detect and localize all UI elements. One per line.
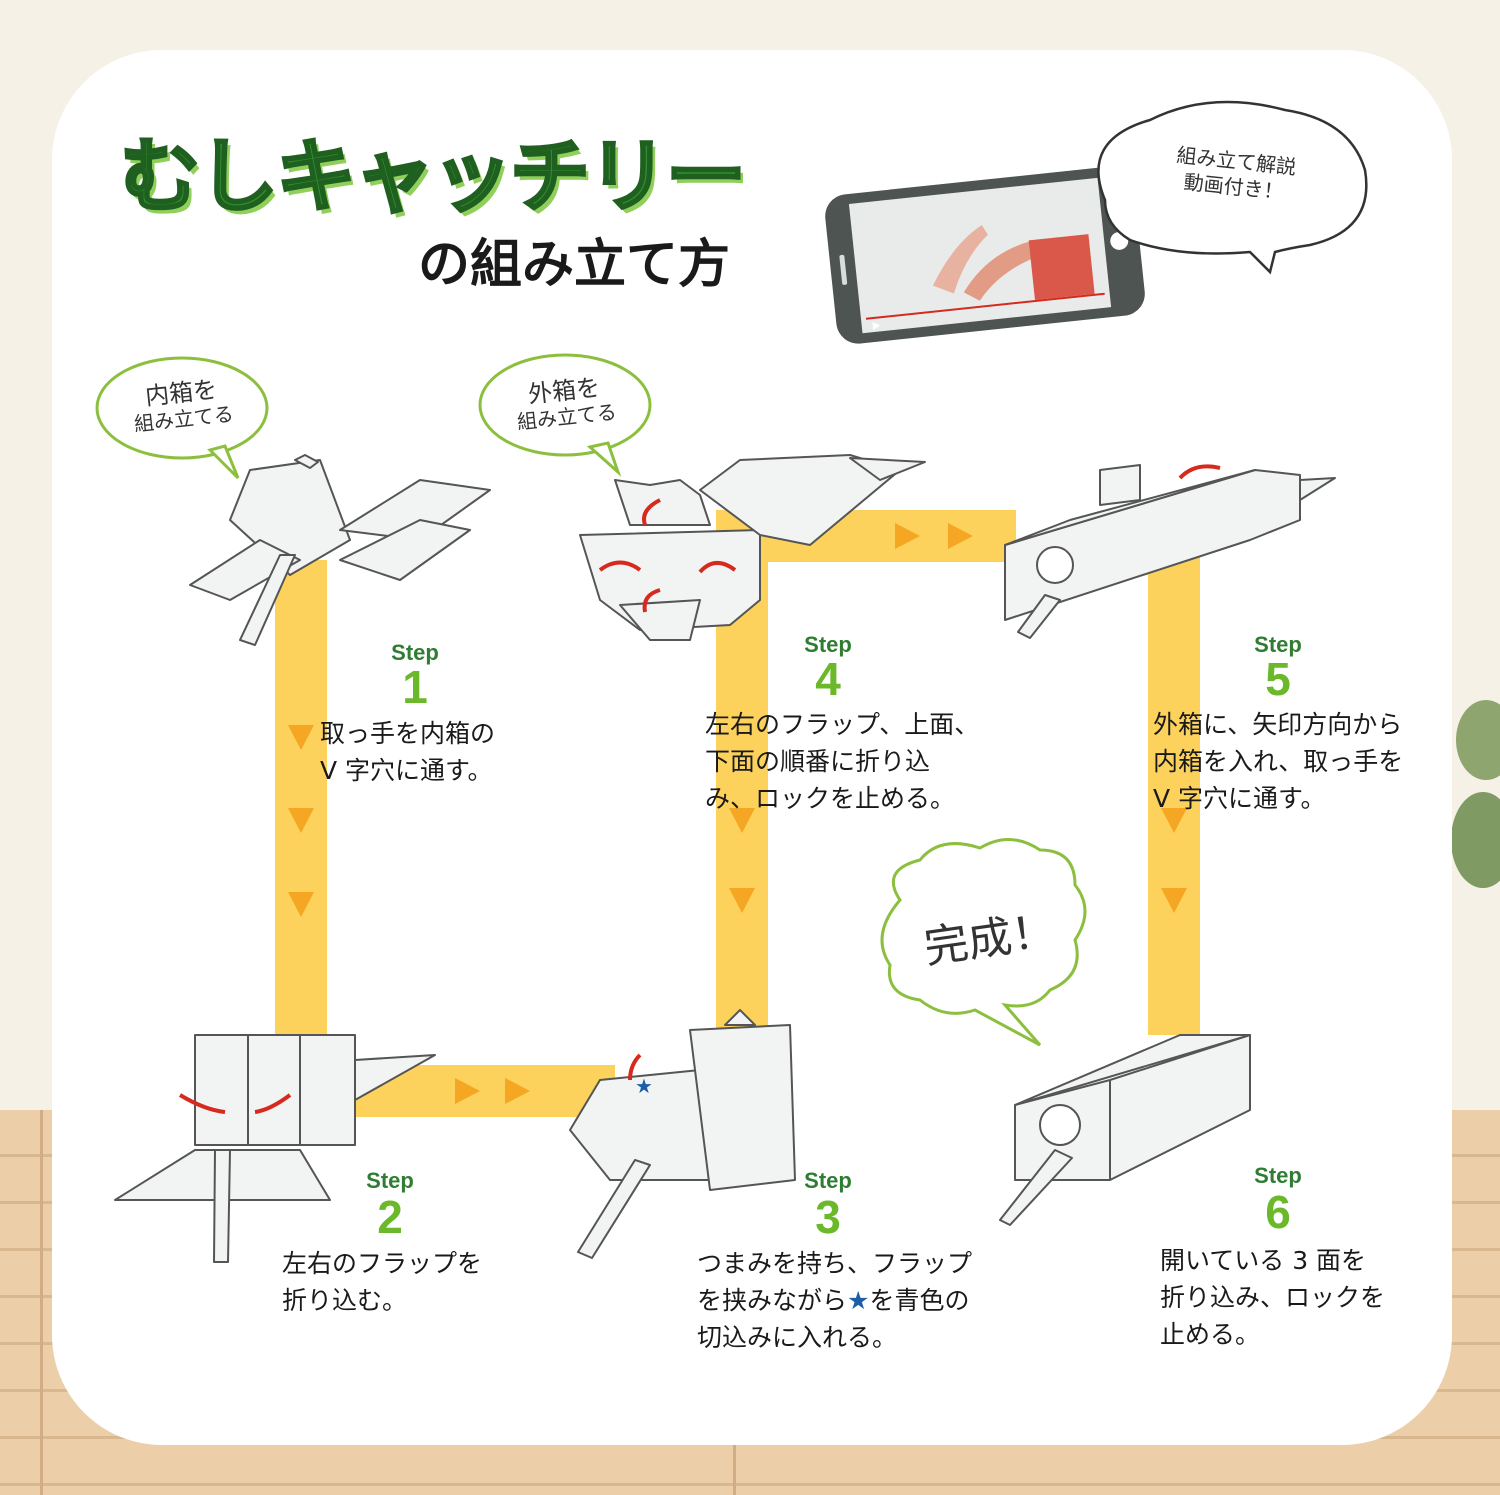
step4-number: 4 [815,653,841,705]
inner-box-bubble [95,356,269,460]
step6-text: 開いている 3 面を 折り込み、ロックを 止める。 [1160,1246,1386,1349]
step2-label: Step [366,1168,414,1193]
step3-star-mark: ★ [635,1074,653,1098]
step5-number: 5 [1265,653,1291,705]
title-subtitle: の組み立て方 [418,235,731,295]
step3-handle [577,1159,651,1259]
floor-seam [40,1110,43,1495]
step2-text: 左右のフラップを 折り込む。 [282,1249,483,1315]
step2-handle [213,1149,231,1263]
video-play-icon [872,322,880,331]
step2-box [194,1034,356,1146]
step1-number: 1 [402,661,428,713]
step6-number: 6 [1265,1186,1291,1238]
outer-box-bubble [478,353,652,457]
step5-label: Step [1254,632,1302,657]
step1-label: Step [391,640,439,665]
step4-label: Step [804,632,852,657]
step5-handle [1017,594,1061,639]
step6-handle [999,1149,1073,1226]
step3-text: つまみを持ち、フラップ を挟みながら★を青色の 切込みに入れる。 [697,1249,973,1352]
step2-number: 2 [377,1191,403,1243]
video-bubble [1097,100,1368,275]
step5-text: 外箱に、矢印方向から 内箱を入れ、取っ手を V 字穴に通す。 [1153,710,1404,813]
step1-handle [239,554,296,646]
step3-label: Step [804,1168,852,1193]
blue-star-icon: ★ [847,1286,870,1315]
complete-bubble [880,838,1087,1047]
step4-text: 左右のフラップ、上面、 下面の順番に折り込 み、ロックを止める。 [705,710,980,813]
plant-leaves [1451,700,1500,888]
step3-number: 3 [815,1191,841,1243]
step1-text: 取っ手を内箱の V 字穴に通す。 [320,719,496,785]
step6-label: Step [1254,1163,1302,1188]
product-title: むしキャッチリー [119,129,748,225]
